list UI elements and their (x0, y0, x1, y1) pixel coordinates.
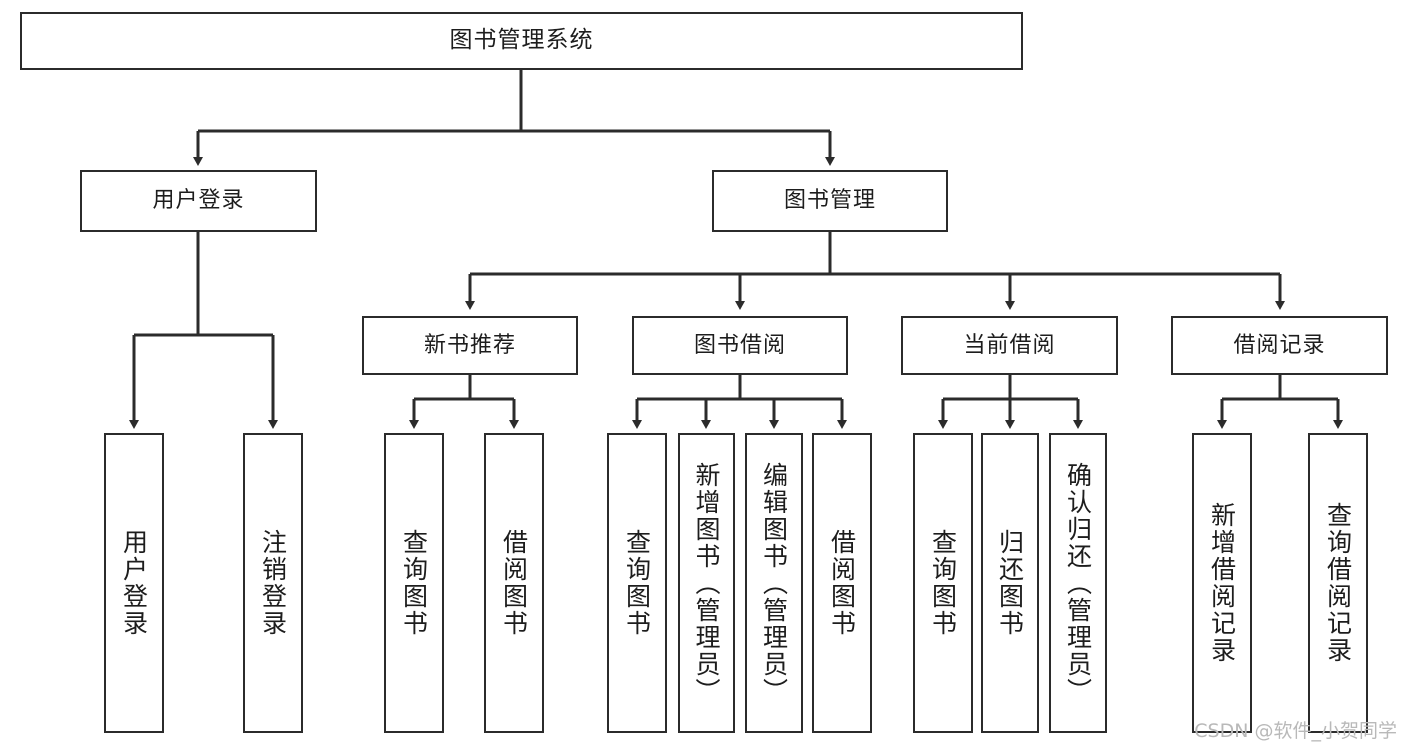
node-user-login[interactable]: 用户登录 (80, 170, 317, 232)
leaf-user-login[interactable]: 用户登录 (104, 433, 164, 733)
leaf-add-borrow-record[interactable]: 新增借阅记录 (1192, 433, 1252, 733)
leaf-borrow-books[interactable]: 借阅图书 (812, 433, 872, 733)
leaf-query-books-recommend-label: 查询图书 (399, 529, 429, 637)
leaf-user-login-label: 用户登录 (119, 529, 149, 637)
node-book-borrowing[interactable]: 图书借阅 (632, 316, 848, 375)
leaf-query-books-borrow-label: 查询图书 (622, 529, 652, 637)
leaf-add-book-admin[interactable]: 新增图书（管理员） (678, 433, 735, 733)
leaf-edit-book-admin-label: 编辑图书（管理员） (759, 461, 789, 705)
leaf-confirm-return-admin[interactable]: 确认归还（管理员） (1049, 433, 1107, 733)
leaf-query-books-borrow[interactable]: 查询图书 (607, 433, 667, 733)
node-book-borrowing-label: 图书借阅 (693, 332, 786, 358)
leaf-query-books-recommend[interactable]: 查询图书 (384, 433, 444, 733)
node-new-book-recommendation-label: 新书推荐 (423, 332, 516, 358)
leaf-logout-label: 注销登录 (258, 529, 288, 637)
node-current-borrowing[interactable]: 当前借阅 (901, 316, 1118, 375)
node-borrowing-records-label: 借阅记录 (1233, 332, 1326, 358)
leaf-return-books[interactable]: 归还图书 (981, 433, 1039, 733)
node-user-login-label: 用户登录 (152, 188, 245, 214)
leaf-borrow-books-recommend-label: 借阅图书 (499, 529, 529, 637)
watermark: CSDN @软件_小贺同学 (1194, 720, 1397, 742)
leaf-return-books-label: 归还图书 (995, 529, 1025, 637)
leaf-query-books-current[interactable]: 查询图书 (913, 433, 973, 733)
node-root[interactable]: 图书管理系统 (20, 12, 1023, 70)
node-book-management-label: 图书管理 (783, 188, 876, 214)
node-root-label: 图书管理系统 (449, 27, 594, 54)
leaf-query-books-current-label: 查询图书 (928, 529, 958, 637)
leaf-borrow-books-recommend[interactable]: 借阅图书 (484, 433, 544, 733)
node-new-book-recommendation[interactable]: 新书推荐 (362, 316, 578, 375)
node-borrowing-records[interactable]: 借阅记录 (1171, 316, 1388, 375)
leaf-edit-book-admin[interactable]: 编辑图书（管理员） (745, 433, 803, 733)
leaf-query-borrow-record[interactable]: 查询借阅记录 (1308, 433, 1368, 733)
leaf-confirm-return-admin-label: 确认归还（管理员） (1063, 461, 1093, 705)
leaf-logout[interactable]: 注销登录 (243, 433, 303, 733)
leaf-query-borrow-record-label: 查询借阅记录 (1323, 502, 1353, 664)
node-current-borrowing-label: 当前借阅 (963, 332, 1056, 358)
leaf-add-borrow-record-label: 新增借阅记录 (1207, 502, 1237, 664)
leaf-borrow-books-label: 借阅图书 (827, 529, 857, 637)
node-book-management[interactable]: 图书管理 (712, 170, 948, 232)
leaf-add-book-admin-label: 新增图书（管理员） (692, 461, 721, 705)
